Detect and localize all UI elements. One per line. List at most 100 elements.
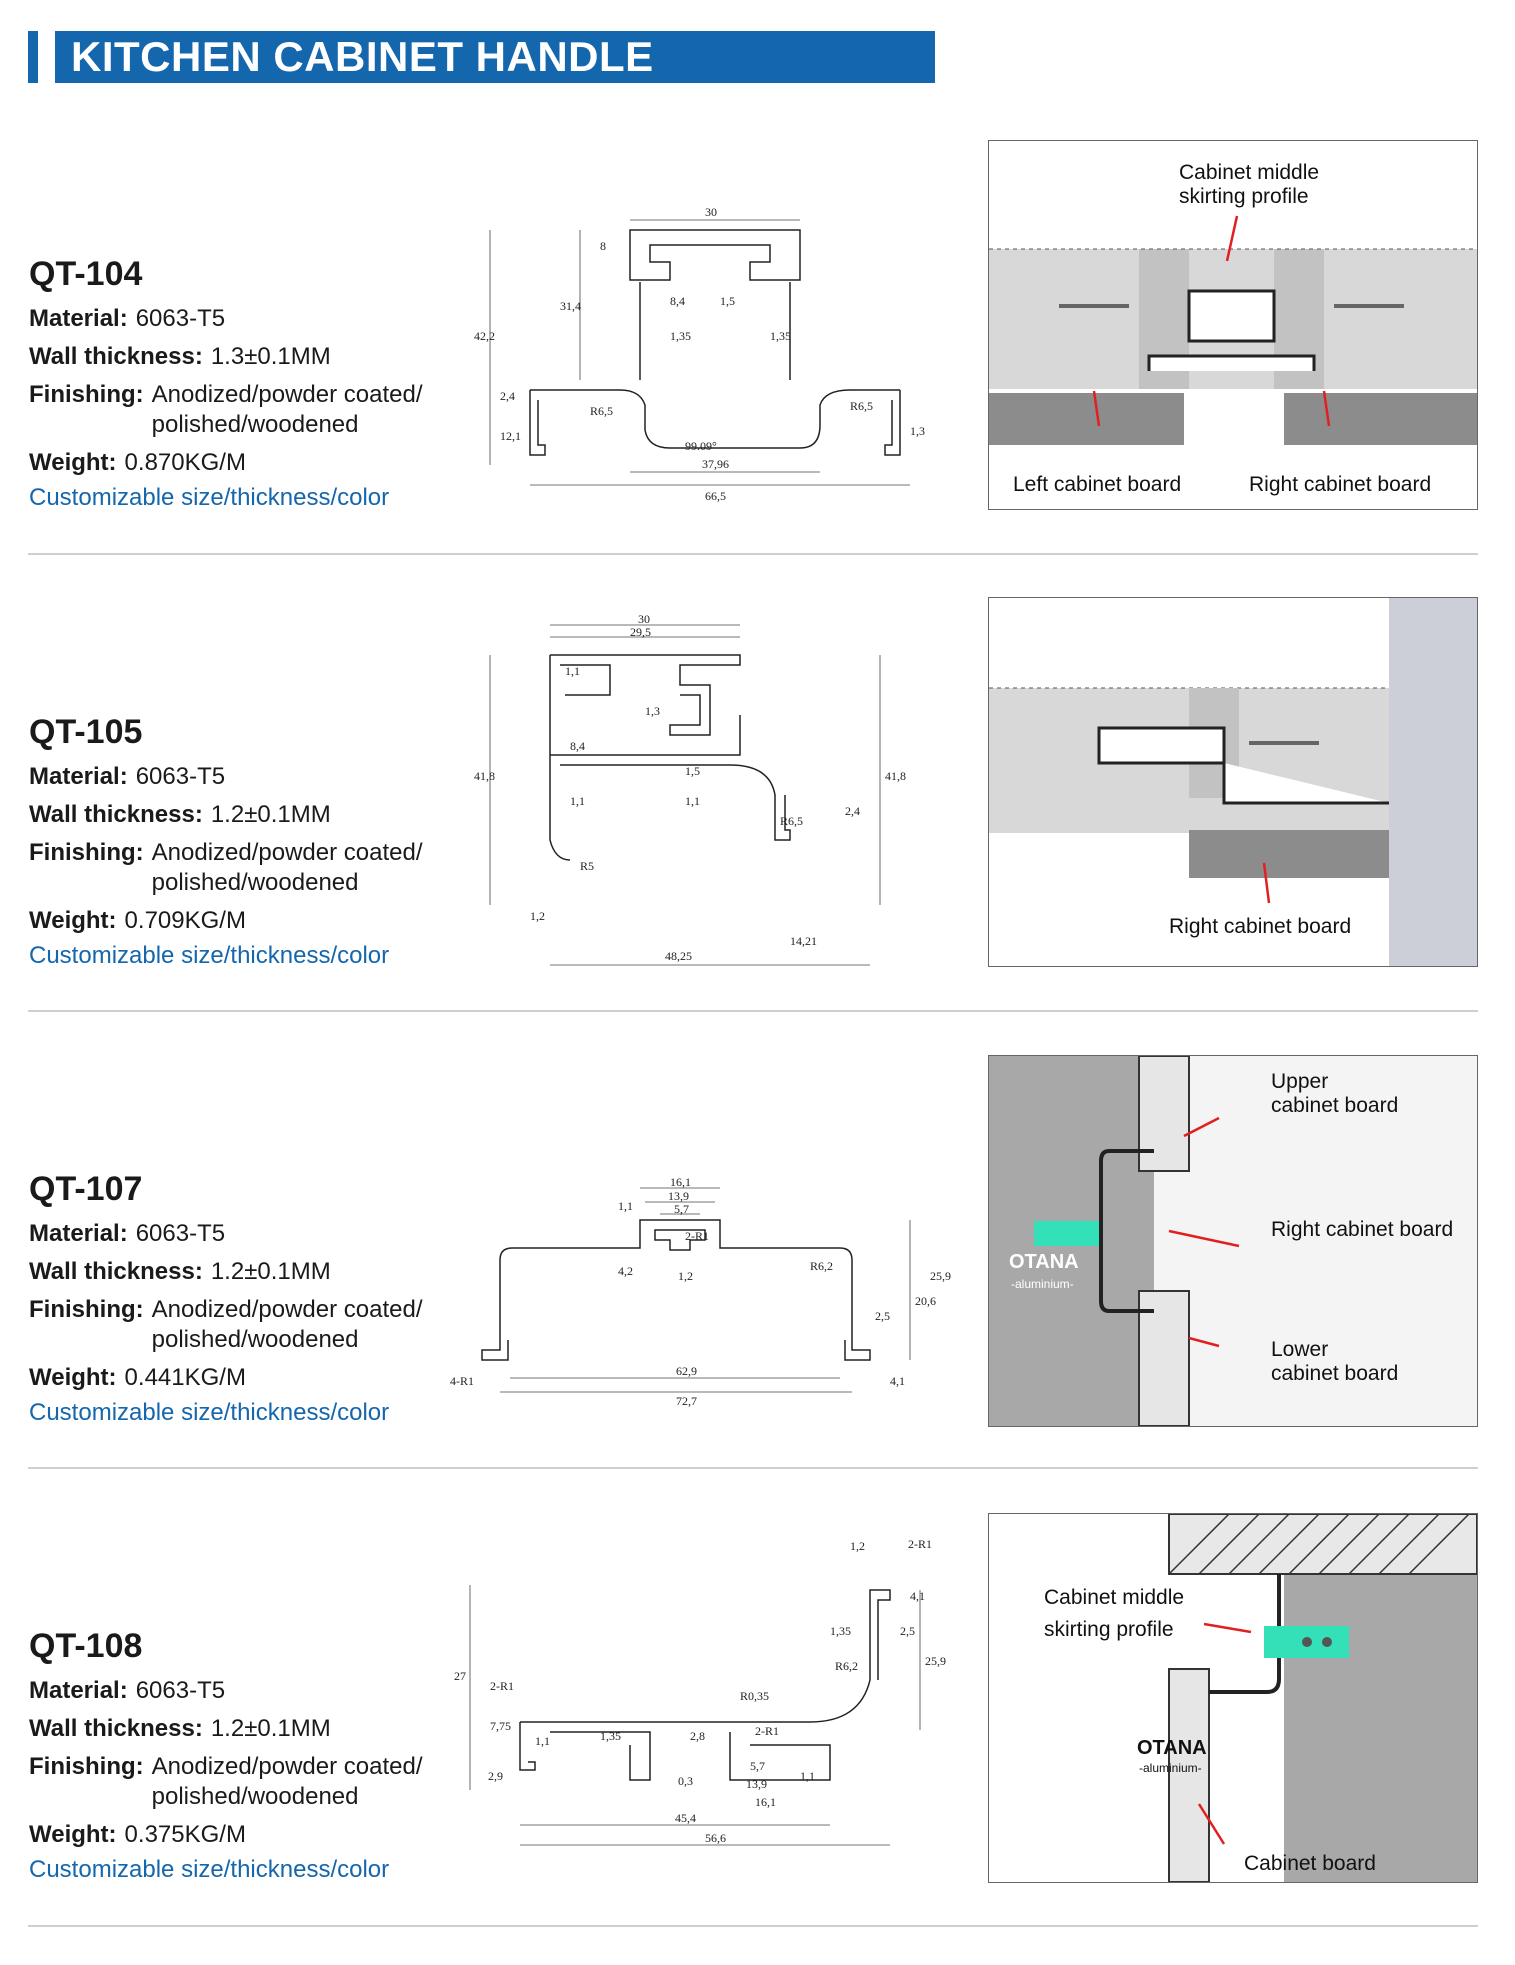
dim-label: 1,2 [850,1539,865,1553]
finishing-value-1: Anodized/powder coated/ [151,839,423,866]
dim-label: 1,5 [685,764,700,778]
material-row: Material:6063-T5 [29,1676,469,1706]
finishing-value-2: polished/woodened [151,1326,359,1353]
material-label: Material: [29,763,128,790]
product-info-qt108: QT-108 Material:6063-T5 Wall thickness: 1… [29,1627,469,1884]
wall-value: 1.2±0.1MM [210,1258,331,1285]
dim-label: 20,6 [915,1294,936,1308]
dim-label: 1,1 [618,1199,633,1213]
brand-sub-label: -aluminium- [1011,1277,1074,1291]
dim-label: 2,4 [500,389,515,403]
dim-label: 1,1 [685,794,700,808]
section-divider [28,1467,1478,1469]
dim-label: 2,4 [845,804,860,818]
dim-label: 2,8 [690,1729,705,1743]
section-divider [28,1925,1478,1927]
dim-label: 13,9 [746,1777,767,1791]
dim-label: 72,7 [676,1394,697,1408]
wall-row: Wall thickness:1.3±0.1MM [29,342,469,372]
scheme-illustration: Cabinet middle skirting profile Left cab… [989,161,1477,496]
profile-drawing-qt105: 30 29,5 1,1 1,3 8,4 1,5 1,1 1,1 41,8 41,… [474,612,906,966]
dim-label: R0,35 [740,1689,769,1703]
header-accent-bar [28,31,38,83]
weight-value: 0.441KG/M [124,1364,246,1391]
scheme-label-upper: Upper [1271,1070,1328,1093]
dim-label: 41,8 [885,769,906,783]
wall-label: Wall thickness: [29,1715,203,1742]
finishing-row: Finishing:Anodized/powder coated/polishe… [29,380,469,440]
installation-scheme-qt104: Cabinet middle skirting profile Left cab… [988,140,1478,510]
page-header: KITCHEN CABINET HANDLE ACCESSORIES [55,31,935,132]
customizable-note: Customizable size/thickness/color [29,1856,390,1883]
installation-scheme-qt105: Right cabinet board [988,597,1478,967]
dim-label: 48,25 [665,949,692,963]
product-code: QT-107 [29,1170,143,1208]
dim-label: 1,1 [570,794,585,808]
dim-label: 1,3 [910,424,925,438]
material-row: Material:6063-T5 [29,762,469,792]
dim-label: 1,35 [600,1729,621,1743]
product-info-qt104: QT-104 Material:6063-T5 Wall thickness:1… [29,255,469,512]
dim-label: 8,4 [670,294,685,308]
dim-label: 8 [600,239,606,253]
product-code: QT-108 [29,1627,143,1665]
dim-label: 0,3 [678,1774,693,1788]
section-divider [28,1010,1478,1012]
wall-label: Wall thickness: [29,343,203,370]
dim-label: 2-R1 [490,1679,514,1693]
finishing-row: Finishing:Anodized/powder coated/polishe… [29,1752,469,1812]
dim-label: 45,4 [675,1811,696,1825]
dim-label: 8,4 [570,739,585,753]
weight-label: Weight: [29,1364,117,1391]
wall-row: Wall thickness:1.2±0.1MM [29,800,469,830]
weight-value: 0.870KG/M [124,449,246,476]
dim-label: 2,5 [900,1624,915,1638]
finishing-label: Finishing: [29,1296,144,1323]
material-label: Material: [29,1220,128,1247]
dim-label: 2-R1 [685,1229,709,1243]
dim-label: 4-R1 [450,1374,474,1388]
profile-drawing-qt108: 1,2 2-R1 4,1 1,35 2,5 R6,2 25,9 27 2-R1 … [454,1537,946,1846]
profile-drawing-qt107: 16,1 13,9 5,7 1,1 2-R1 4,2 1,2 R6,2 2,5 … [450,1175,951,1408]
dim-label: 56,6 [705,1831,726,1845]
dim-label: 42,2 [474,329,495,343]
dim-label: 1,35 [670,329,691,343]
brand-sub-label: -aluminium- [1139,1761,1202,1775]
weight-label: Weight: [29,449,117,476]
weight-row: Weight:0.375KG/M [29,1820,469,1850]
finishing-label: Finishing: [29,839,144,866]
scheme-label-right: Right cabinet board [1169,915,1351,938]
dim-label: 1,1 [800,1769,815,1783]
weight-row: Weight:0.709KG/M [29,906,469,936]
scheme-label-top-2: skirting profile [1044,1618,1174,1641]
material-row: Material:6063-T5 [29,304,469,334]
material-value: 6063-T5 [135,1677,226,1704]
dim-label: 1,3 [645,704,660,718]
dim-label: 7,75 [490,1719,511,1733]
dim-label: 25,9 [925,1654,946,1668]
profile-drawing-qt104: 30 8 8,4 1,5 1,35 1,35 31,4 42,2 2,4 12,… [474,205,925,503]
dim-label: 16,1 [670,1175,691,1189]
scheme-label-lower: Lower [1271,1338,1328,1361]
brand-label: OTANA [1137,1737,1207,1759]
wall-row: Wall thickness:1.2±0.1MM [29,1257,469,1287]
weight-value: 0.709KG/M [124,907,246,934]
dim-label: 25,9 [930,1269,951,1283]
dim-label: 16,1 [755,1795,776,1809]
dim-label: 31,4 [560,299,581,313]
dim-label: 4,1 [890,1374,905,1388]
dim-label: R6,2 [810,1259,833,1273]
finishing-row: Finishing:Anodized/powder coated/polishe… [29,1295,469,1355]
dim-label: 1,2 [678,1269,693,1283]
dim-label: 2-R1 [755,1724,779,1738]
dim-label: 27 [454,1669,466,1683]
section-divider [28,553,1478,555]
finishing-value-2: polished/woodened [151,869,359,896]
finishing-label: Finishing: [29,1753,144,1780]
dim-label: 12,1 [500,429,521,443]
scheme-label-top-2: skirting profile [1179,185,1309,208]
scheme-label-right: Right cabinet board [1271,1218,1453,1241]
wall-value: 1.2±0.1MM [210,1715,331,1742]
installation-scheme-qt108: OTANA -aluminium- Cabinet middle skirtin… [988,1513,1478,1883]
weight-row: Weight: 0.441KG/M [29,1363,469,1393]
